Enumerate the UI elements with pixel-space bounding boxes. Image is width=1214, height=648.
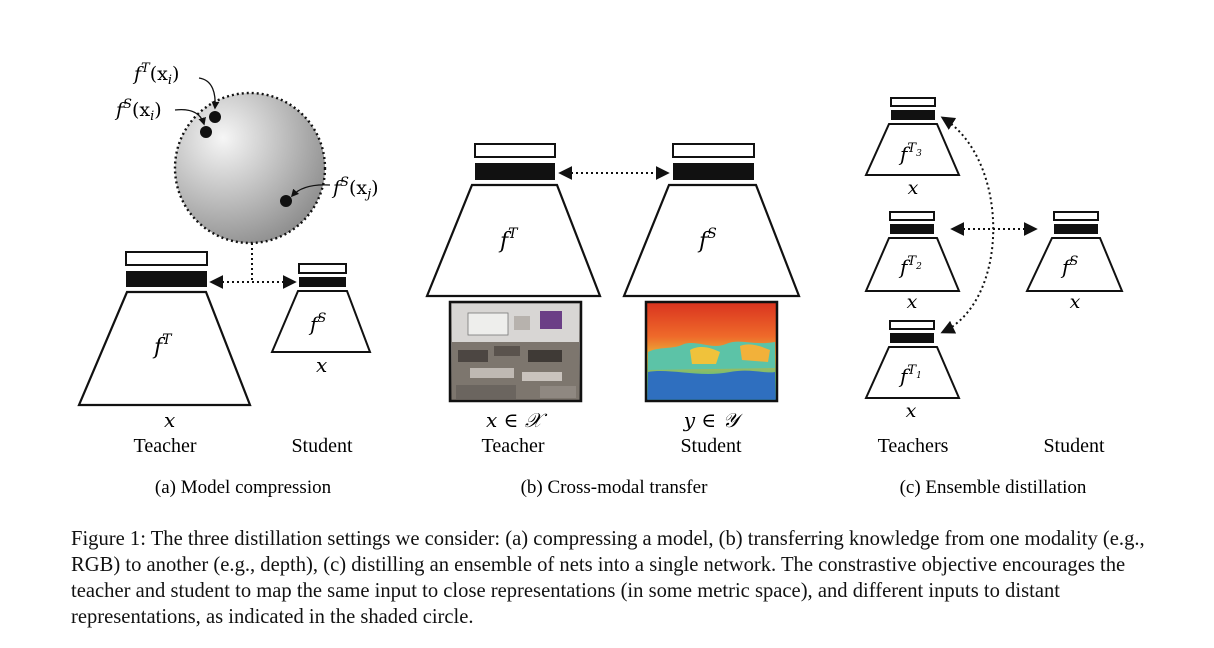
- student-network: fS: [1025, 211, 1124, 292]
- rgb-input-image: [448, 300, 583, 403]
- student-input-x: x: [316, 353, 327, 377]
- panel-a: fT(xi) fS(xi) fS(xj) fT x fS x Teacher S…: [77, 61, 379, 498]
- input-x-t1: x: [906, 400, 917, 422]
- label-fs-xj: fS(xj): [331, 175, 379, 202]
- subcaption-c: (c) Ensemble distillation: [900, 477, 1087, 498]
- label-ft-xi: fT(xi): [132, 61, 179, 88]
- figure-label: Figure 1:: [71, 528, 146, 550]
- ensemble-curve-arrow: [940, 116, 995, 334]
- leader-arrow: [290, 184, 331, 198]
- leader-arrow: [174, 108, 206, 126]
- student-input: y ∈ 𝒴: [683, 408, 744, 432]
- panel-c: fT3 x fT2 x fT1 x fS x Teachers: [864, 97, 1124, 498]
- leader-arrow: [198, 77, 220, 110]
- teacher-network-t1: fT1: [864, 320, 961, 399]
- distillation-figure: fT(xi) fS(xi) fS(xj) fT x fS x Teacher S…: [77, 61, 1124, 498]
- teacher-network: fT: [77, 251, 252, 407]
- input-x-student: x: [1070, 291, 1081, 313]
- subcaption-b: (b) Cross-modal transfer: [521, 477, 708, 498]
- teacher-label: Teacher: [134, 435, 197, 457]
- student-label: Student: [1043, 435, 1105, 457]
- teacher-network-t3: fT3: [864, 97, 961, 176]
- teacher-input-x: x: [164, 408, 175, 432]
- student-label: Student: [680, 435, 742, 457]
- point-student-xj: [280, 195, 292, 207]
- figure-caption: Figure 1: The three distillation setting…: [71, 526, 1151, 630]
- point-student-xi: [200, 126, 212, 138]
- caption-text: The three distillation settings we consi…: [71, 528, 1145, 628]
- teachers-label: Teachers: [878, 435, 949, 457]
- depth-input-image: [644, 300, 779, 403]
- input-x-t2: x: [907, 291, 918, 313]
- embedding-sphere: [173, 91, 327, 245]
- point-teacher-xi: [209, 111, 221, 123]
- teacher-network: fT: [425, 143, 602, 298]
- subcaption-a: (a) Model compression: [155, 477, 332, 498]
- input-x-t3: x: [908, 177, 919, 199]
- panel-b: fT fS: [425, 143, 801, 498]
- teacher-input: x ∈ 𝒳: [486, 408, 548, 432]
- teacher-label: Teacher: [482, 435, 545, 457]
- student-label: Student: [291, 435, 353, 457]
- label-fs-xi: fS(xi): [114, 97, 162, 124]
- teacher-network-t2: fT2: [864, 211, 961, 292]
- student-network: fS: [622, 143, 801, 298]
- student-network: fS: [270, 263, 372, 353]
